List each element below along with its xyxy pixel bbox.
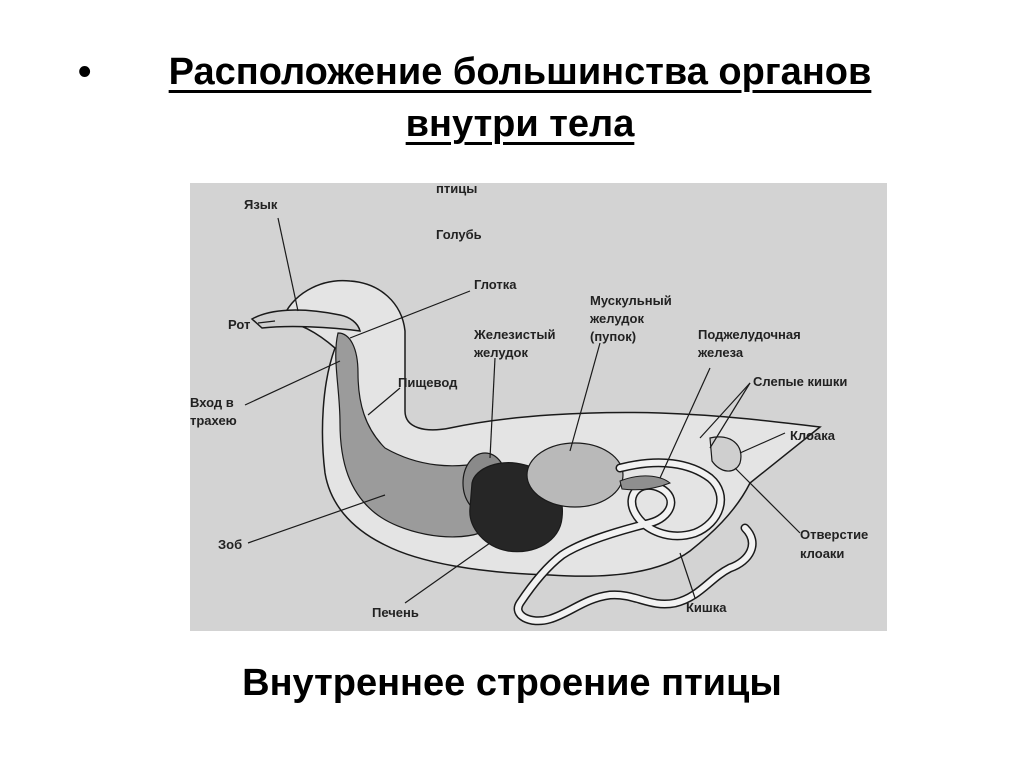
label-pharynx: Глотка — [474, 277, 517, 292]
bullet: • — [78, 51, 92, 93]
label-trachea-entry-1: Вход в — [190, 395, 234, 410]
intestine-fill — [515, 459, 756, 624]
label-crop: Зоб — [218, 537, 242, 552]
label-trachea-entry-2: трахею — [190, 413, 237, 428]
label-intestine: Кишка — [686, 600, 727, 615]
title-text-2: внутри тела — [405, 103, 635, 145]
cloaca — [709, 436, 742, 472]
title-text-1: Расположение большинства органов — [168, 51, 872, 93]
label-muscular-stomach-1: Мускульный — [590, 293, 672, 308]
slide-title: • Расположение большинства органов внутр… — [78, 46, 960, 150]
leader-lines — [244, 217, 801, 604]
bird-anatomy-diagram: птицы Голубь Язык Рот Глотка Вход в трах… — [190, 183, 887, 631]
title-line-2: внутри тела — [80, 98, 960, 150]
label-caeca: Слепые кишки — [753, 374, 847, 389]
pancreas — [619, 475, 671, 491]
label-glandular-stomach-2: желудок — [473, 345, 528, 360]
title-line-1: • Расположение большинства органов — [78, 46, 960, 98]
label-header: птицы — [436, 183, 477, 196]
beak — [250, 309, 361, 332]
slide-caption: Внутреннее строение птицы — [242, 662, 782, 704]
label-pancreas-1: Поджелудочная — [698, 327, 801, 342]
label-tongue: Язык — [244, 197, 278, 212]
label-pancreas-2: железа — [697, 345, 744, 360]
label-cloaca-opening-2: клоаки — [800, 546, 844, 561]
label-mouth: Рот — [228, 317, 250, 332]
label-muscular-stomach-2: желудок — [589, 311, 644, 326]
label-cloaca: Клоака — [790, 428, 836, 443]
label-cloaca-opening-1: Отверстие — [800, 527, 868, 542]
gizzard — [526, 442, 624, 508]
label-liver: Печень — [372, 605, 419, 620]
label-glandular-stomach-1: Железистый — [473, 327, 555, 342]
bird-anatomy-figure: птицы Голубь Язык Рот Глотка Вход в трах… — [190, 183, 887, 631]
label-subject: Голубь — [436, 227, 482, 242]
label-muscular-stomach-3: (пупок) — [590, 329, 636, 344]
label-esophagus: Пищевод — [398, 375, 458, 390]
